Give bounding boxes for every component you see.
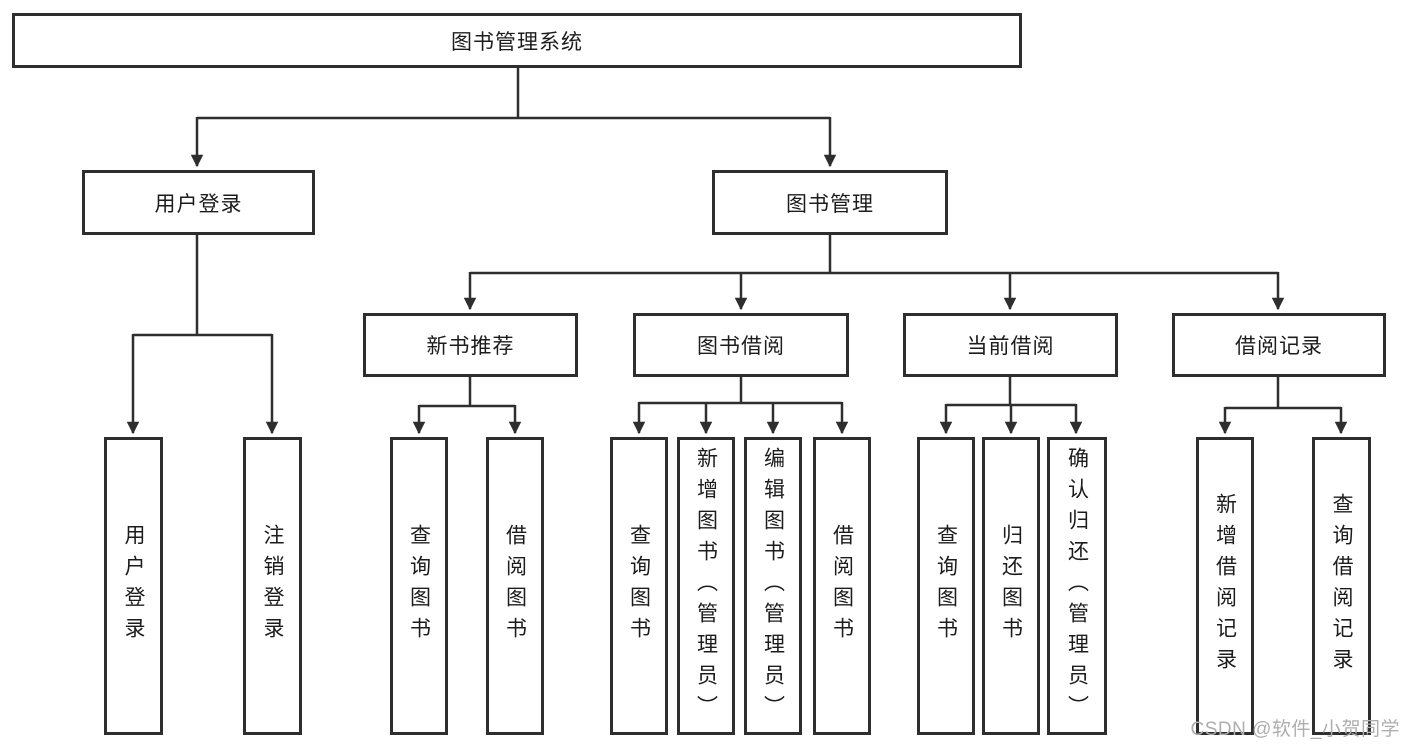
connector-user-login-children [126, 235, 279, 435]
node-nbr-borrow-book: 借阅图书 [486, 437, 544, 735]
node-book-borrow: 图书借阅 [633, 313, 849, 377]
node-borrow-record: 借阅记录 [1172, 313, 1386, 377]
connector-current-borrow-children [939, 377, 1083, 435]
node-br-add-record: 新增借阅记录 [1196, 437, 1254, 735]
node-nbr-query-book: 查询图书 [390, 437, 448, 735]
node-bb-edit-book: 编辑图书（管理员） [744, 437, 802, 735]
node-cb-return-book: 归还图书 [982, 437, 1040, 735]
node-root: 图书管理系统 [12, 13, 1022, 68]
node-bb-add-book: 新增图书（管理员） [677, 437, 735, 735]
connector-book-mgmt-children [463, 235, 1285, 311]
node-user-login: 用户登录 [82, 170, 315, 235]
node-new-book-rec: 新书推荐 [363, 313, 578, 377]
node-logout: 注销登录 [243, 437, 302, 735]
connector-new-book-rec-children [412, 377, 522, 435]
node-bb-query-book: 查询图书 [610, 437, 668, 735]
node-cb-confirm-return: 确认归还（管理员） [1047, 437, 1107, 735]
node-login: 用户登录 [104, 437, 163, 735]
node-current-borrow: 当前借阅 [903, 313, 1118, 377]
connector-root-to-level2 [190, 68, 837, 168]
connector-book-borrow-children [632, 377, 849, 435]
node-br-query-record: 查询借阅记录 [1312, 437, 1371, 735]
connector-borrow-record-children [1218, 377, 1348, 435]
node-cb-query-book: 查询图书 [917, 437, 975, 735]
node-bb-borrow-book: 借阅图书 [813, 437, 871, 735]
csdn-watermark: CSDN @软件_小贺同学 [1190, 719, 1400, 740]
node-book-mgmt: 图书管理 [712, 170, 948, 235]
